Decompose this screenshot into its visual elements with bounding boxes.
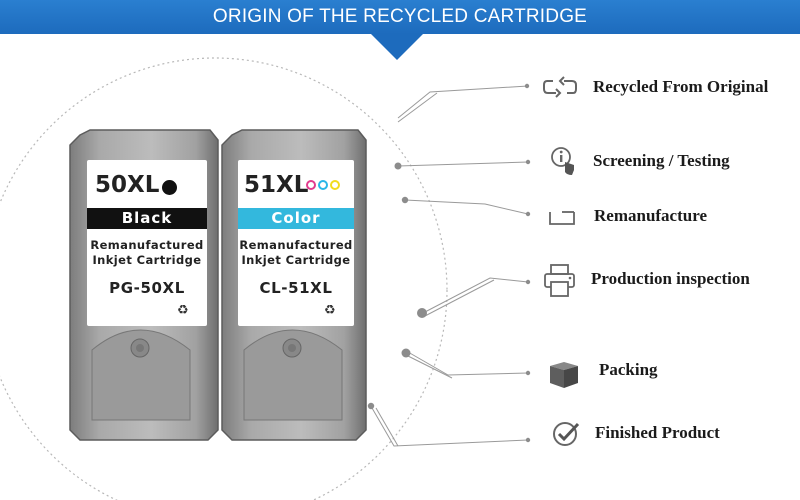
step-recycled-from-original: Recycled From Original (543, 72, 793, 102)
cartridge-label-black: 50XL Black Remanufactured Inkjet Cartrid… (87, 160, 207, 326)
tray-icon (549, 211, 575, 225)
label-line-2: Inkjet Cartridge (92, 253, 202, 267)
step-remanufacture: Remanufacture (548, 202, 748, 232)
step-screening-testing: Screening / Testing (548, 146, 778, 176)
recycle-arrows-icon (543, 76, 577, 98)
ink-dot (162, 180, 177, 195)
ink-band-color: Color (238, 208, 354, 229)
touch-info-icon (551, 147, 574, 175)
box-icon (550, 362, 578, 388)
label-line-1: Remanufactured (239, 238, 353, 252)
step-label: Screening / Testing (593, 151, 730, 170)
label-line-2: Inkjet Cartridge (241, 253, 351, 267)
banner-pointer (371, 34, 423, 60)
model-name: 51XL (244, 172, 309, 198)
step-label: Recycled From Original (593, 77, 769, 96)
step-label: Remanufacture (594, 206, 707, 225)
cartridge-code: CL-51XL (259, 279, 333, 297)
step-label: Finished Product (595, 423, 720, 442)
label-line-1: Remanufactured (90, 238, 204, 252)
printer-icon (544, 264, 575, 297)
step-production-inspection: Production inspection (543, 264, 793, 297)
model-name: 50XL (95, 172, 160, 198)
ink-dot-cyan (318, 180, 328, 190)
ink-dot-yellow (330, 180, 340, 190)
ink-dot-magenta (306, 180, 316, 190)
check-badge-icon (553, 422, 580, 446)
banner-title: ORIGIN OF THE RECYCLED CARTRIDGE (212, 6, 588, 27)
step-label: Packing (599, 360, 658, 379)
recycle-symbol-icon: ♻ (324, 303, 336, 318)
cartridge-code: PG-50XL (109, 279, 185, 297)
step-packing: Packing (547, 356, 707, 388)
step-label: Production inspection (591, 269, 750, 288)
cartridge-label-color: 51XL Color Remanufactured Inkjet Cartrid… (238, 160, 354, 326)
ink-band-black: Black (87, 208, 207, 229)
step-finished-product: Finished Product (552, 420, 772, 450)
recycle-symbol-icon: ♻ (177, 303, 189, 318)
header-banner (0, 0, 800, 34)
